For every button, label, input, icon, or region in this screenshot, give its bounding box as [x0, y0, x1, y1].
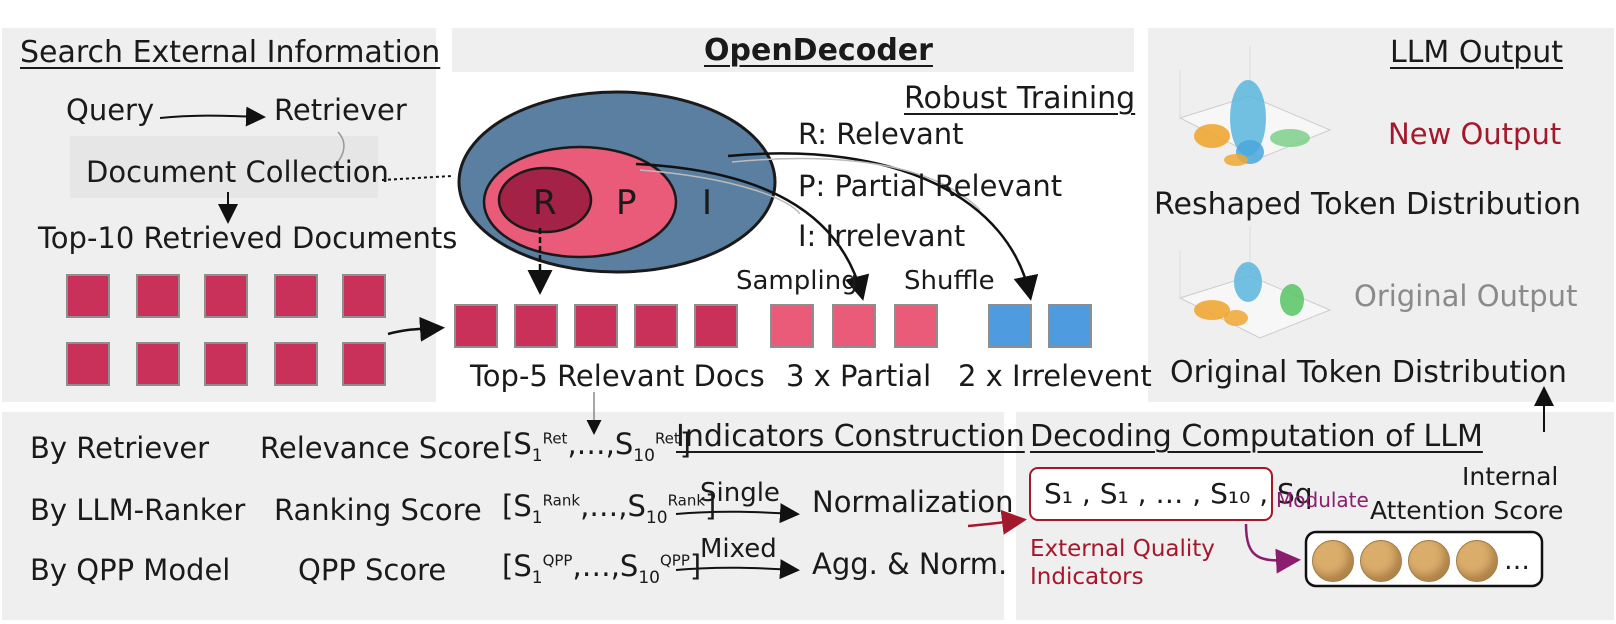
partial-legend: P: Partial Relevant — [798, 169, 1063, 203]
reshaped-distribution-label: Reshaped Token Distribution — [1154, 187, 1581, 222]
robust-training-label: Robust Training — [904, 81, 1136, 116]
irrelevant-shuffle-arrow — [727, 152, 1039, 301]
shuffle-label: Shuffle — [904, 266, 995, 296]
attention-ellipsis: … — [1504, 546, 1530, 576]
retrieved-doc-4 — [274, 274, 318, 318]
relevant-legend: R: Relevant — [798, 117, 964, 151]
retriever-to-collection-link — [329, 131, 345, 171]
search-title: Search External Information — [20, 35, 441, 70]
attention-node-1 — [1312, 540, 1354, 582]
attention-node-2 — [1360, 540, 1402, 582]
retrieved-doc-9 — [274, 342, 318, 386]
document-collection-label: Document Collection — [86, 155, 389, 189]
relevant-short: R — [533, 183, 557, 223]
qpp-source: By QPP Model — [30, 553, 231, 587]
reshaped-distribution-plot — [1178, 46, 1332, 166]
relevant-doc-4 — [634, 304, 678, 348]
retrieved-doc-6 — [66, 342, 110, 386]
document-collection-box — [70, 136, 378, 198]
relevant-doc-2 — [514, 304, 558, 348]
retriever-label: Retriever — [274, 93, 407, 127]
llm-ranker-source: By LLM-Ranker — [30, 493, 246, 527]
single-label: Single — [700, 478, 780, 508]
retrieved-doc-3 — [204, 274, 248, 318]
attention-node-4 — [1456, 540, 1498, 582]
irrelevant-legend: I: Irrelevant — [798, 219, 966, 253]
retrieved-doc-1 — [66, 274, 110, 318]
mixed-arrow — [675, 559, 800, 580]
ranking-score-vector: [S1Rank,…,S10Rank] — [502, 489, 717, 528]
decoder-title-banner — [452, 28, 1134, 72]
ranking-score-label: Ranking Score — [274, 493, 482, 527]
relevant-doc-1 — [454, 304, 498, 348]
retrieved-doc-5 — [342, 274, 386, 318]
partial-count-label: 3 x Partial — [786, 359, 932, 393]
mixed-label: Mixed — [700, 534, 777, 564]
original-distribution-label: Original Token Distribution — [1170, 355, 1567, 390]
attention-node-3 — [1408, 540, 1450, 582]
relevant-ellipse — [497, 166, 593, 234]
indicators-panel — [2, 412, 1004, 620]
llm-output-title: LLM Output — [1390, 35, 1564, 70]
retrieved-doc-10 — [342, 342, 386, 386]
qpp-score-vector: [S1QPP,…,S10QPP] — [502, 549, 702, 588]
decoder-title: OpenDecoder — [704, 33, 933, 68]
irrelevant-short: I — [702, 183, 713, 223]
partial-short: P — [616, 183, 637, 223]
partial-doc-3 — [894, 304, 938, 348]
modulate-label: Modulate — [1276, 488, 1369, 512]
modulate-arrow — [1244, 523, 1301, 574]
output-panel — [1148, 28, 1614, 402]
attention-score-label: Attention Score — [1370, 496, 1564, 525]
original-output-label: Original Output — [1354, 279, 1578, 313]
top10-label: Top-10 Retrieved Documents — [38, 221, 458, 255]
retrieved-doc-8 — [204, 342, 248, 386]
top5-label: Top-5 Relevant Docs — [470, 359, 765, 393]
irrelevant-doc-2 — [1048, 304, 1092, 348]
normalization-label: Normalization — [812, 485, 1014, 519]
irrelevant-count-label: 2 x Irrelevent — [958, 359, 1152, 393]
indicators-to-decoding-arrow — [967, 509, 1027, 535]
relevant-doc-3 — [574, 304, 618, 348]
internal-label: Internal — [1462, 462, 1559, 491]
retriever-source: By Retriever — [30, 431, 210, 465]
partial-sampling-arrow — [635, 162, 870, 301]
partial-doc-1 — [770, 304, 814, 348]
single-arrow — [675, 503, 800, 524]
indicator-formula: S₁ , S₁ , … , S₁₀ , Sq — [1044, 477, 1313, 510]
retrieved-doc-2 — [136, 274, 180, 318]
external-quality-label: External Quality — [1030, 536, 1215, 562]
relevance-score-label: Relevance Score — [260, 431, 501, 465]
sampling-label: Sampling — [736, 266, 858, 296]
collection-ellipse-dotted-link — [381, 175, 453, 181]
qpp-score-label: QPP Score — [298, 553, 447, 587]
indicators-title: Indicators Construction — [676, 419, 1025, 454]
new-output-label: New Output — [1388, 117, 1562, 151]
query-to-retriever-arrow — [159, 106, 266, 127]
retrieved-doc-7 — [136, 342, 180, 386]
relevant-doc-5 — [694, 304, 738, 348]
agg-norm-label: Agg. & Norm. — [812, 547, 1008, 581]
formula-box — [1029, 467, 1273, 521]
query-label: Query — [66, 93, 155, 127]
decoding-title: Decoding Computation of LLM — [1030, 419, 1483, 454]
original-distribution-plot — [1178, 226, 1332, 339]
external-indicators-label: Indicators — [1030, 564, 1144, 590]
docs-to-top5-arrow — [387, 316, 445, 342]
partial-doc-2 — [832, 304, 876, 348]
relevance-score-vector: [S1Ret,…,S10Ret] — [502, 427, 692, 466]
irrelevant-doc-1 — [988, 304, 1032, 348]
